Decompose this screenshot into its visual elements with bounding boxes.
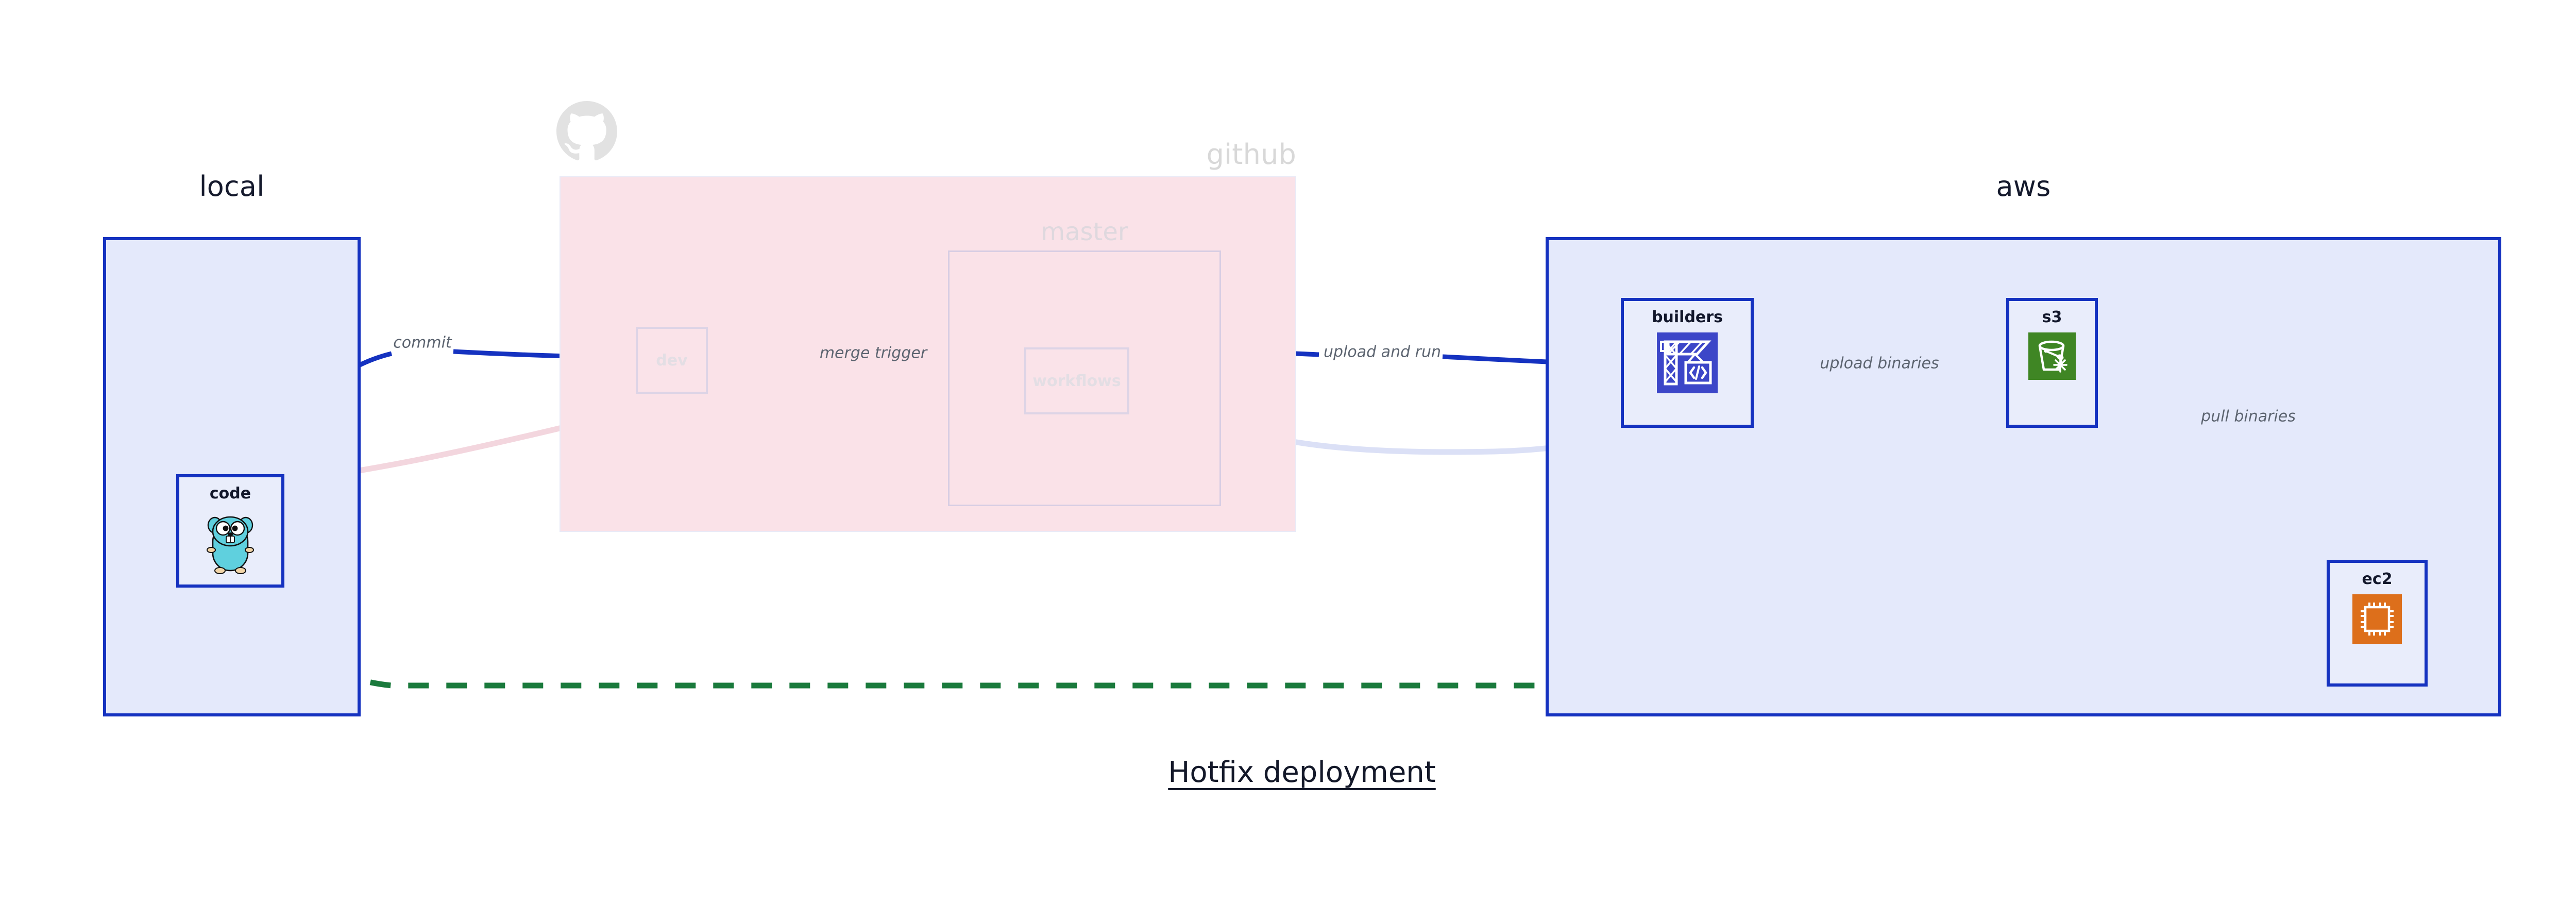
edge-label-upload-and-run: upload and run: [1323, 343, 1442, 361]
node-builders[interactable]: builders: [1621, 298, 1754, 428]
diagram-caption: Hotfix deployment: [1168, 756, 1436, 789]
node-ec2[interactable]: ec2: [2327, 560, 2428, 687]
node-workflows[interactable]: workflows: [1024, 347, 1129, 414]
edge-label-commit: commit: [393, 333, 452, 352]
aws-ec2-chip-icon: [2352, 594, 2402, 646]
github-octocat-icon: [556, 101, 617, 164]
edge-label-pull-binaries: pull binaries: [2201, 407, 2296, 426]
node-workflows-label: workflows: [1032, 372, 1121, 390]
aws-s3-glacier-icon: [2028, 332, 2076, 382]
group-github-label: github: [1206, 138, 1296, 171]
edge-label-merge-trigger: merge trigger: [819, 344, 927, 362]
node-builders-label: builders: [1652, 308, 1723, 326]
subgroup-master: [948, 250, 1221, 506]
edge-label-upload-binaries: upload binaries: [1820, 354, 1939, 373]
subgroup-master-label: master: [1041, 218, 1128, 246]
group-local-label: local: [199, 170, 265, 203]
node-dev[interactable]: dev: [636, 327, 708, 394]
node-s3[interactable]: s3: [2006, 298, 2098, 428]
node-ec2-label: ec2: [2362, 570, 2393, 588]
node-code-label: code: [209, 485, 251, 503]
group-aws-label: aws: [1996, 170, 2051, 203]
node-dev-label: dev: [656, 351, 688, 370]
node-code[interactable]: code: [176, 474, 284, 588]
aws-codebuild-icon: [1657, 332, 1718, 395]
node-s3-label: s3: [2042, 308, 2062, 326]
group-local: local: [103, 170, 361, 732]
go-gopher-icon: [201, 509, 259, 577]
